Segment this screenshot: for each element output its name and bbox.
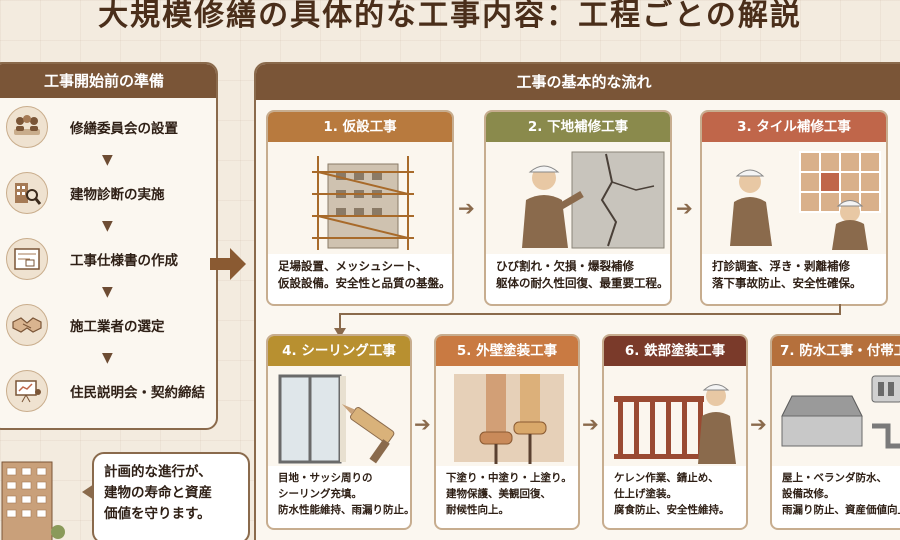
step-line: 打診調査、浮き・剥離補修 [712,259,850,273]
right-arrow-icon: ➔ [676,196,693,220]
step-card-3: 3. タイル補修工事 打診調査、浮き・剥離補修 落下事故防止、安全性確保。 [700,110,888,306]
blueprint-icon [6,238,48,280]
steel-painting-illustration [604,366,746,466]
scaffolding-illustration [268,142,452,254]
down-arrow-icon: ▼ [102,218,113,234]
presentation-icon [6,370,48,412]
prep-label: 住民説明会・契約締結 [70,385,205,401]
note-line: 計画的な進行が、 [104,464,212,480]
down-arrow-icon: ▼ [102,152,113,168]
step-line: 屋上・ベランダ防水、 [782,472,887,484]
down-arrow-icon: ▼ [102,350,113,366]
preparation-header: 工事開始前の準備 [0,64,216,98]
meeting-icon [6,106,48,148]
step-description: ケレン作業、錆止め、 仕上げ塗装。 腐食防止、安全性維持。 [604,466,746,518]
step-title: 4. シーリング工事 [268,336,410,366]
right-arrow-icon: ➔ [750,412,767,436]
step-line: 仕上げ塗装。 [614,488,677,500]
step-description: 下塗り・中塗り・上塗り。 建物保護、美観回復、 耐候性向上。 [436,466,578,518]
right-arrow-icon: ➔ [582,412,599,436]
step-line: ひび割れ・欠損・爆裂補修 [496,259,634,273]
right-arrow-icon: ➔ [458,196,475,220]
step-card-2: 2. 下地補修工事 ひび割れ・欠損・爆裂補修 躯体の耐久性回復、最重要工程。 [484,110,672,306]
row-connector-arrow [334,304,841,338]
prep-label: 建物診断の実施 [70,187,165,203]
prep-item-committee: 修繕委員会の設置 [6,104,216,150]
step-description: ひび割れ・欠損・爆裂補修 躯体の耐久性回復、最重要工程。 [486,254,670,292]
step-title: 3. タイル補修工事 [702,112,886,142]
step-line: 仮設設備。安全性と品質の基盤。 [278,276,451,290]
crack-repair-illustration [486,142,670,254]
down-arrow-icon: ▼ [102,284,113,300]
waterproofing-illustration [772,366,900,466]
note-line: 建物の寿命と資産 [104,485,212,501]
step-title: 5. 外壁塗装工事 [436,336,578,366]
step-line: 足場設置、メッシュシート、 [278,259,428,273]
wall-painting-illustration [436,366,578,466]
step-card-1: 1. 仮設工事 足場設置、メッシュシート、 仮設設備。安全性と品質の基盤。 [266,110,454,306]
step-title: 2. 下地補修工事 [486,112,670,142]
step-line: 設備改修。 [782,488,835,500]
prep-item-contractor: 施工業者の選定 [6,302,216,348]
step-title: 1. 仮設工事 [268,112,452,142]
prep-label: 工事仕様書の作成 [70,253,178,269]
note-bubble: 計画的な進行が、 建物の寿命と資産 価値を守ります。 [82,452,250,540]
step-line: 目地・サッシ周りの [278,472,373,484]
step-title: 6. 鉄部塗装工事 [604,336,746,366]
prep-item-briefing: 住民説明会・契約締結 [6,368,216,414]
note-line: 価値を守ります。 [104,506,211,522]
flow-header: 工事の基本的な流れ [256,64,900,100]
right-arrow-icon [208,244,248,284]
step-line: シーリング充填。 [278,488,362,500]
step-card-4: 4. シーリング工事 目地・サッシ周りの シーリング充填。 防水性能維持、雨漏り… [266,334,412,530]
handshake-icon [6,304,48,346]
building-inspection-icon [6,172,48,214]
sealing-illustration [268,366,410,466]
step-line: 腐食防止、安全性維持。 [614,504,730,516]
preparation-panel: 工事開始前の準備 修繕委員会の設置 ▼ [0,62,218,430]
step-description: 足場設置、メッシュシート、 仮設設備。安全性と品質の基盤。 [268,254,452,292]
prep-label: 施工業者の選定 [70,319,165,335]
preparation-list: 修繕委員会の設置 ▼ 建物診断の実施 ▼ [0,98,216,414]
step-card-7: 7. 防水工事・付帯工事 屋上・ベランダ防水、 設備改修。 雨漏り防止、資産価値… [770,334,900,530]
step-line: 落下事故防止、安全性確保。 [712,276,862,290]
right-arrow-icon: ➔ [414,412,431,436]
step-description: 目地・サッシ周りの シーリング充填。 防水性能維持、雨漏り防止。 [268,466,410,518]
prep-label: 修繕委員会の設置 [70,121,178,137]
step-line: 耐候性向上。 [446,504,509,516]
tile-repair-illustration [702,142,886,254]
step-line: 下塗り・中塗り・上塗り。 [446,472,572,484]
step-line: ケレン作業、錆止め、 [614,472,719,484]
step-card-5: 5. 外壁塗装工事 下塗り・中塗り・上塗り。 建物保護、美観回復、 耐候性向上。 [434,334,580,530]
step-title: 7. 防水工事・付帯工事 [772,336,900,366]
step-description: 打診調査、浮き・剥離補修 落下事故防止、安全性確保。 [702,254,886,292]
prep-item-diagnosis: 建物診断の実施 [6,170,216,216]
step-line: 防水性能維持、雨漏り防止。 [278,504,412,516]
step-card-6: 6. 鉄部塗装工事 ケレン作業、錆止め、 仕上げ塗装。 腐食防止、安全性維持。 [602,334,748,530]
step-line: 建物保護、美観回復、 [446,488,551,500]
prep-item-specification: 工事仕様書の作成 [6,236,216,282]
apartment-building-icon [0,452,66,540]
step-description: 屋上・ベランダ防水、 設備改修。 雨漏り防止、資産価値向上。 [772,466,900,518]
page-title: 大規模修繕の具体的な工事内容：工程ごとの解説 [98,0,802,33]
step-line: 雨漏り防止、資産価値向上。 [782,504,900,516]
step-line: 躯体の耐久性回復、最重要工程。 [496,276,669,290]
